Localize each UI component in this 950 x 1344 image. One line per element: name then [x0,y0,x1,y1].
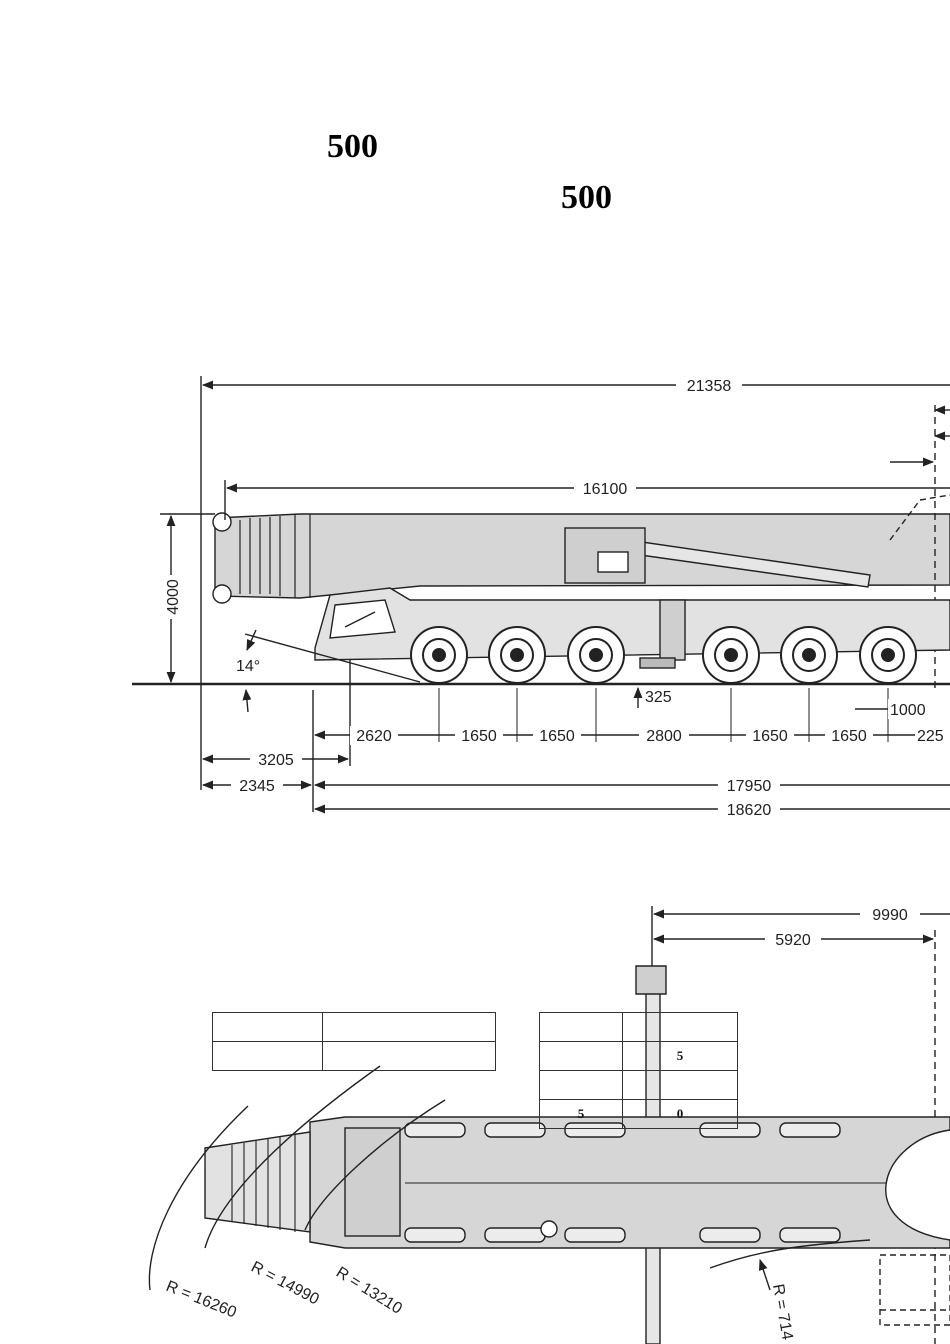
table-cell: 5 [622,1041,738,1071]
heading-line-1: 500 [327,128,378,165]
heading-line-2: 500 [561,179,612,216]
radius-label-714: R = 714 [769,1283,796,1342]
table-cell: 0 [622,1099,738,1129]
dim-axle-6: 1650 [831,728,867,745]
dim-ground-clearance: 325 [645,689,672,706]
dim-height: 4000 [165,579,182,615]
table-cell [322,1012,496,1042]
radius-label-16260: R = 16260 [164,1278,239,1322]
table-cell: 5 [539,1099,623,1129]
side-view [132,376,950,814]
dim-outrigger-span-outer: 9990 [872,907,908,924]
dim-rear-offset: 1000 [890,702,926,719]
dim-axle-3: 1650 [539,728,575,745]
radius-label-13210: R = 13210 [333,1264,405,1318]
dim-overall-length: 21358 [687,378,732,395]
dim-axle-4: 2800 [646,728,682,745]
table-cell [622,1070,738,1100]
table-cell [539,1070,623,1100]
dim-front-bumper: 2345 [239,778,275,795]
dim-axle-7: 225 [917,728,944,745]
table-cell [622,1012,738,1042]
table-cell [212,1012,323,1042]
radius-label-14990: R = 14990 [248,1259,322,1309]
spec-table-left [212,1012,496,1071]
dim-length-17950: 17950 [727,778,772,795]
dim-front-overhang: 3205 [258,752,294,769]
dim-outrigger-span-inner: 5920 [775,932,811,949]
dim-boom-length: 16100 [583,481,628,498]
table-cell [539,1012,623,1042]
table-cell [322,1041,496,1071]
table-cell [212,1041,323,1071]
dim-axle-1: 2620 [356,728,392,745]
dim-axle-5: 1650 [752,728,788,745]
dim-approach-angle: 14° [236,658,260,675]
dim-length-18620: 18620 [727,802,772,819]
table-cell [539,1041,623,1071]
dim-axle-2: 1650 [461,728,497,745]
